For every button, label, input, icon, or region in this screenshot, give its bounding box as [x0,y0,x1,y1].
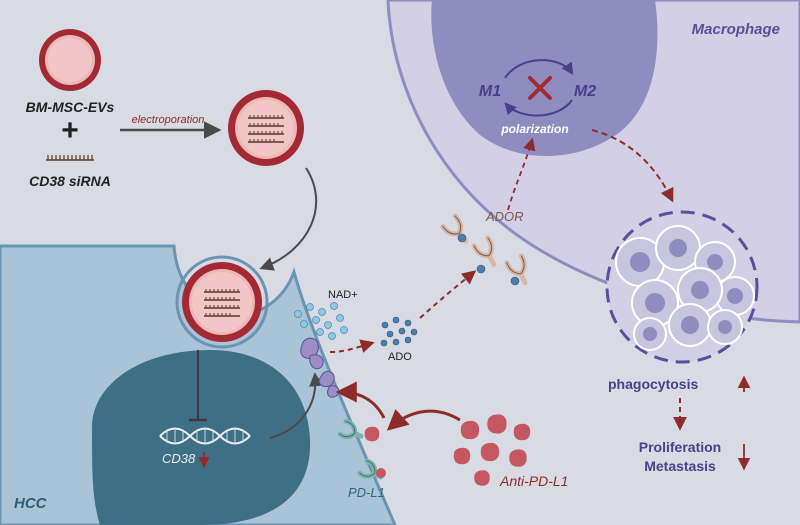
antibody-binding-arrow [386,408,461,431]
binding-arrow [419,270,477,319]
proliferation-label: Proliferation [639,439,721,455]
hcc-nucleus [91,350,311,525]
pd-l1-ligand [376,468,386,478]
ado-molecules [380,316,418,347]
internalized-ev [175,255,269,349]
cd38-sirna-label: CD38 siRNA [29,173,111,189]
bm-msc-evs-label: BM-MSC-EVs [26,99,115,115]
hcc-label: HCC [14,495,48,512]
bound-antibody [364,426,380,442]
dna-helix-icon [159,427,251,445]
cycle-arrow-bottom [504,99,573,117]
polarization-label: polarization [500,122,568,136]
macrophage-nucleus [431,0,658,157]
blockade-arrow [335,381,386,419]
cd38-label: CD38 [162,451,196,466]
cycle-arrow-top [504,59,574,79]
nad-molecules [294,302,348,340]
m2-label: M2 [574,83,596,100]
macrophage-label: Macrophage [692,21,780,38]
ador-label: ADOR [485,209,524,224]
conversion-arrow [329,339,375,353]
signaling-arrow [507,137,536,211]
plus-sign: + [61,114,79,147]
bm-msc-ev [39,29,101,91]
uptake-arrow [259,167,318,271]
sirna-icon [46,155,94,161]
metastasis-label: Metastasis [644,458,716,474]
m1-label: M1 [479,83,501,100]
expression-arrow [269,372,324,439]
phagocytosis-label: phagocytosis [608,376,698,392]
phagosome [605,210,759,364]
cd38-enzyme [300,337,324,370]
pd-l1-label: PD-L1 [348,485,385,500]
bound-ado [457,233,520,286]
phagocytosis-arrow [591,129,674,203]
anti-pd-l1-label: Anti-PD-L1 [499,473,568,489]
m1-m2-cycle [504,59,574,117]
loaded-ev [228,90,304,166]
nad-label: NAD+ [328,289,358,301]
ado-label: ADO [388,351,412,363]
blocked-x-icon [528,76,552,100]
electroporation-label: electroporation [132,114,205,126]
